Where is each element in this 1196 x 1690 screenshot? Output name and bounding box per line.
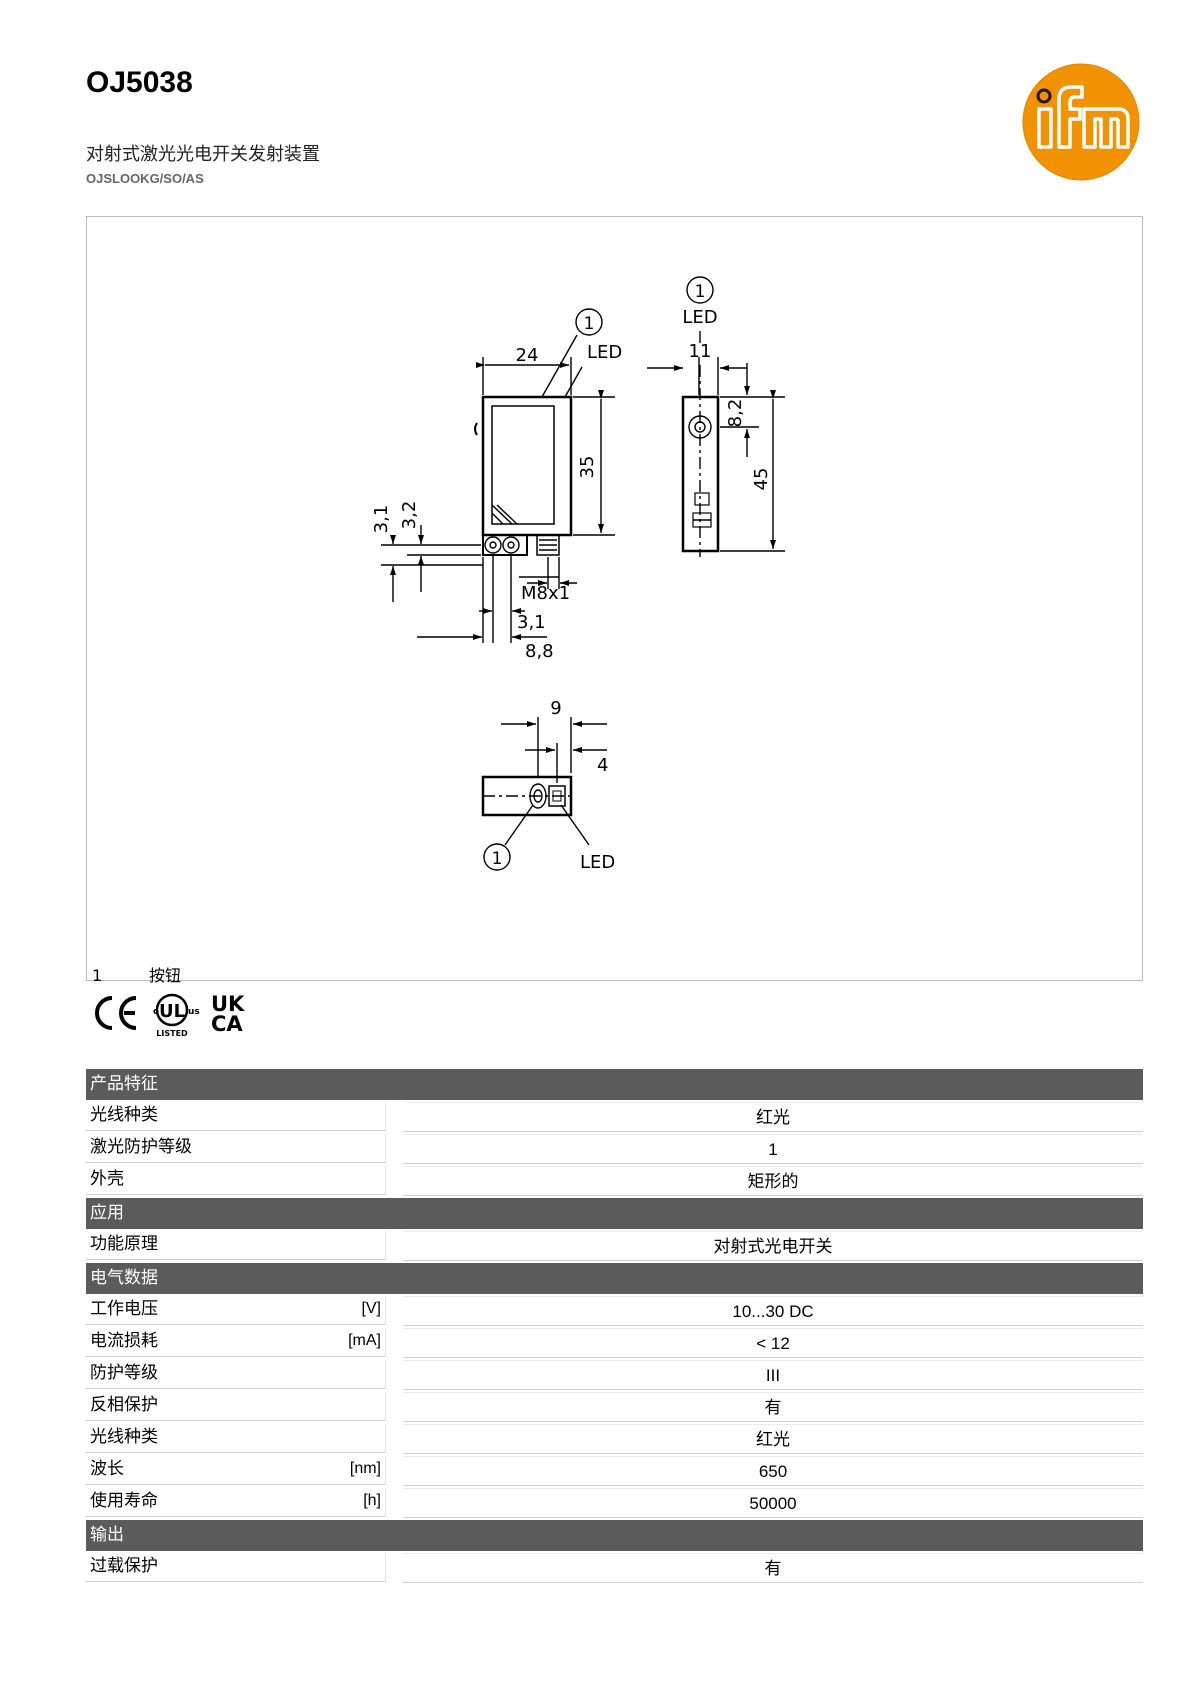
led-front: LED [587, 342, 622, 363]
spec-table: 产品特征 光线种类 红光 激光防护等级 1 外壳 矩形的 应用 功能原理 对射式… [86, 1067, 1143, 1583]
dim-8-8: 8,8 [525, 641, 554, 662]
section-header-features: 产品特征 [86, 1069, 1143, 1100]
row-label: 外壳 [86, 1166, 386, 1195]
ul-us: us [188, 1007, 200, 1017]
row-label: 防护等级 [86, 1360, 386, 1389]
ul-mark: UL c us LISTED [153, 993, 200, 1038]
dim-8-2: 8,2 [725, 399, 746, 428]
dimension-drawing: 1 LED 24 35 3,1 3,2 M8x1 3,1 8,8 1 LED 1… [86, 216, 1143, 981]
table-row: 反相保护 有 [86, 1390, 1143, 1422]
row-value: 红光 [403, 1424, 1143, 1454]
section-header-application: 应用 [86, 1198, 1143, 1229]
footnote-text: 按钮 [149, 966, 182, 985]
table-row: 过载保护 有 [86, 1551, 1143, 1583]
dim-45: 45 [751, 468, 772, 491]
row-label: 工作电压[V] [86, 1296, 386, 1325]
ifm-logo [1022, 63, 1140, 181]
dim-24: 24 [516, 345, 539, 366]
row-label: 功能原理 [86, 1231, 386, 1260]
ul-c: c [153, 1007, 158, 1017]
top-view [481, 717, 607, 871]
row-value: 红光 [403, 1102, 1143, 1132]
row-value: 10...30 DC [403, 1296, 1143, 1326]
row-label: 光线种类 [86, 1102, 386, 1131]
front-view [381, 308, 615, 643]
table-row: 光线种类 红光 [86, 1422, 1143, 1454]
table-row: 电流损耗[mA] < 12 [86, 1326, 1143, 1358]
section-header-output: 输出 [86, 1520, 1143, 1551]
row-label: 使用寿命[h] [86, 1488, 386, 1517]
table-row: 激光防护等级 1 [86, 1132, 1143, 1164]
row-label: 波长[nm] [86, 1456, 386, 1485]
ul-listed: LISTED [156, 1029, 188, 1038]
product-subtitle: 对射式激光光电开关发射装置 [86, 144, 320, 165]
table-row: 外壳 矩形的 [86, 1164, 1143, 1196]
product-title: OJ5038 [86, 66, 193, 99]
footnote-number: 1 [92, 966, 103, 985]
ce-mark [95, 996, 137, 1030]
row-label: 电流损耗[mA] [86, 1328, 386, 1357]
row-value: III [403, 1360, 1143, 1390]
callout-top: 1 [492, 849, 503, 869]
ukca-bottom: CA [211, 1012, 243, 1036]
ukca-mark: UK CA [211, 992, 245, 1036]
row-value: 矩形的 [403, 1166, 1143, 1196]
table-row: 功能原理 对射式光电开关 [86, 1229, 1143, 1261]
product-code: OJSLOOKG/SO/AS [86, 171, 204, 186]
row-value: 对射式光电开关 [403, 1231, 1143, 1261]
row-value: 650 [403, 1456, 1143, 1486]
table-row: 波长[nm] 650 [86, 1454, 1143, 1486]
callout-front: 1 [584, 314, 595, 334]
dim-3-2: 3,2 [399, 501, 420, 530]
row-label: 过载保护 [86, 1553, 386, 1582]
svg-text:UL: UL [159, 1001, 185, 1022]
section-header-electrical: 电气数据 [86, 1263, 1143, 1294]
dim-11: 11 [689, 341, 712, 362]
table-row: 使用寿命[h] 50000 [86, 1486, 1143, 1518]
row-value: 有 [403, 1553, 1143, 1583]
row-label: 反相保护 [86, 1392, 386, 1421]
callout-side: 1 [695, 282, 706, 302]
led-top: LED [580, 852, 615, 873]
certification-marks: UL c us LISTED UK CA [95, 992, 245, 1038]
row-value: 1 [403, 1134, 1143, 1164]
table-row: 光线种类 红光 [86, 1100, 1143, 1132]
led-side: LED [682, 307, 717, 328]
row-label: 光线种类 [86, 1424, 386, 1453]
dim-9: 9 [550, 698, 561, 719]
dim-3-1-bottom: 3,1 [517, 612, 546, 633]
table-row: 工作电压[V] 10...30 DC [86, 1294, 1143, 1326]
row-value: 有 [403, 1392, 1143, 1422]
drawing-footnote: 1 按钮 [92, 962, 181, 986]
row-value: < 12 [403, 1328, 1143, 1358]
dim-3-1-left: 3,1 [371, 505, 392, 534]
side-view [647, 276, 785, 557]
dim-4: 4 [597, 755, 608, 776]
row-value: 50000 [403, 1488, 1143, 1518]
dim-m8x1: M8x1 [521, 583, 570, 604]
row-label: 激光防护等级 [86, 1134, 386, 1163]
dim-35: 35 [577, 456, 598, 479]
ukca-top: UK [211, 992, 245, 1016]
table-row: 防护等级 III [86, 1358, 1143, 1390]
